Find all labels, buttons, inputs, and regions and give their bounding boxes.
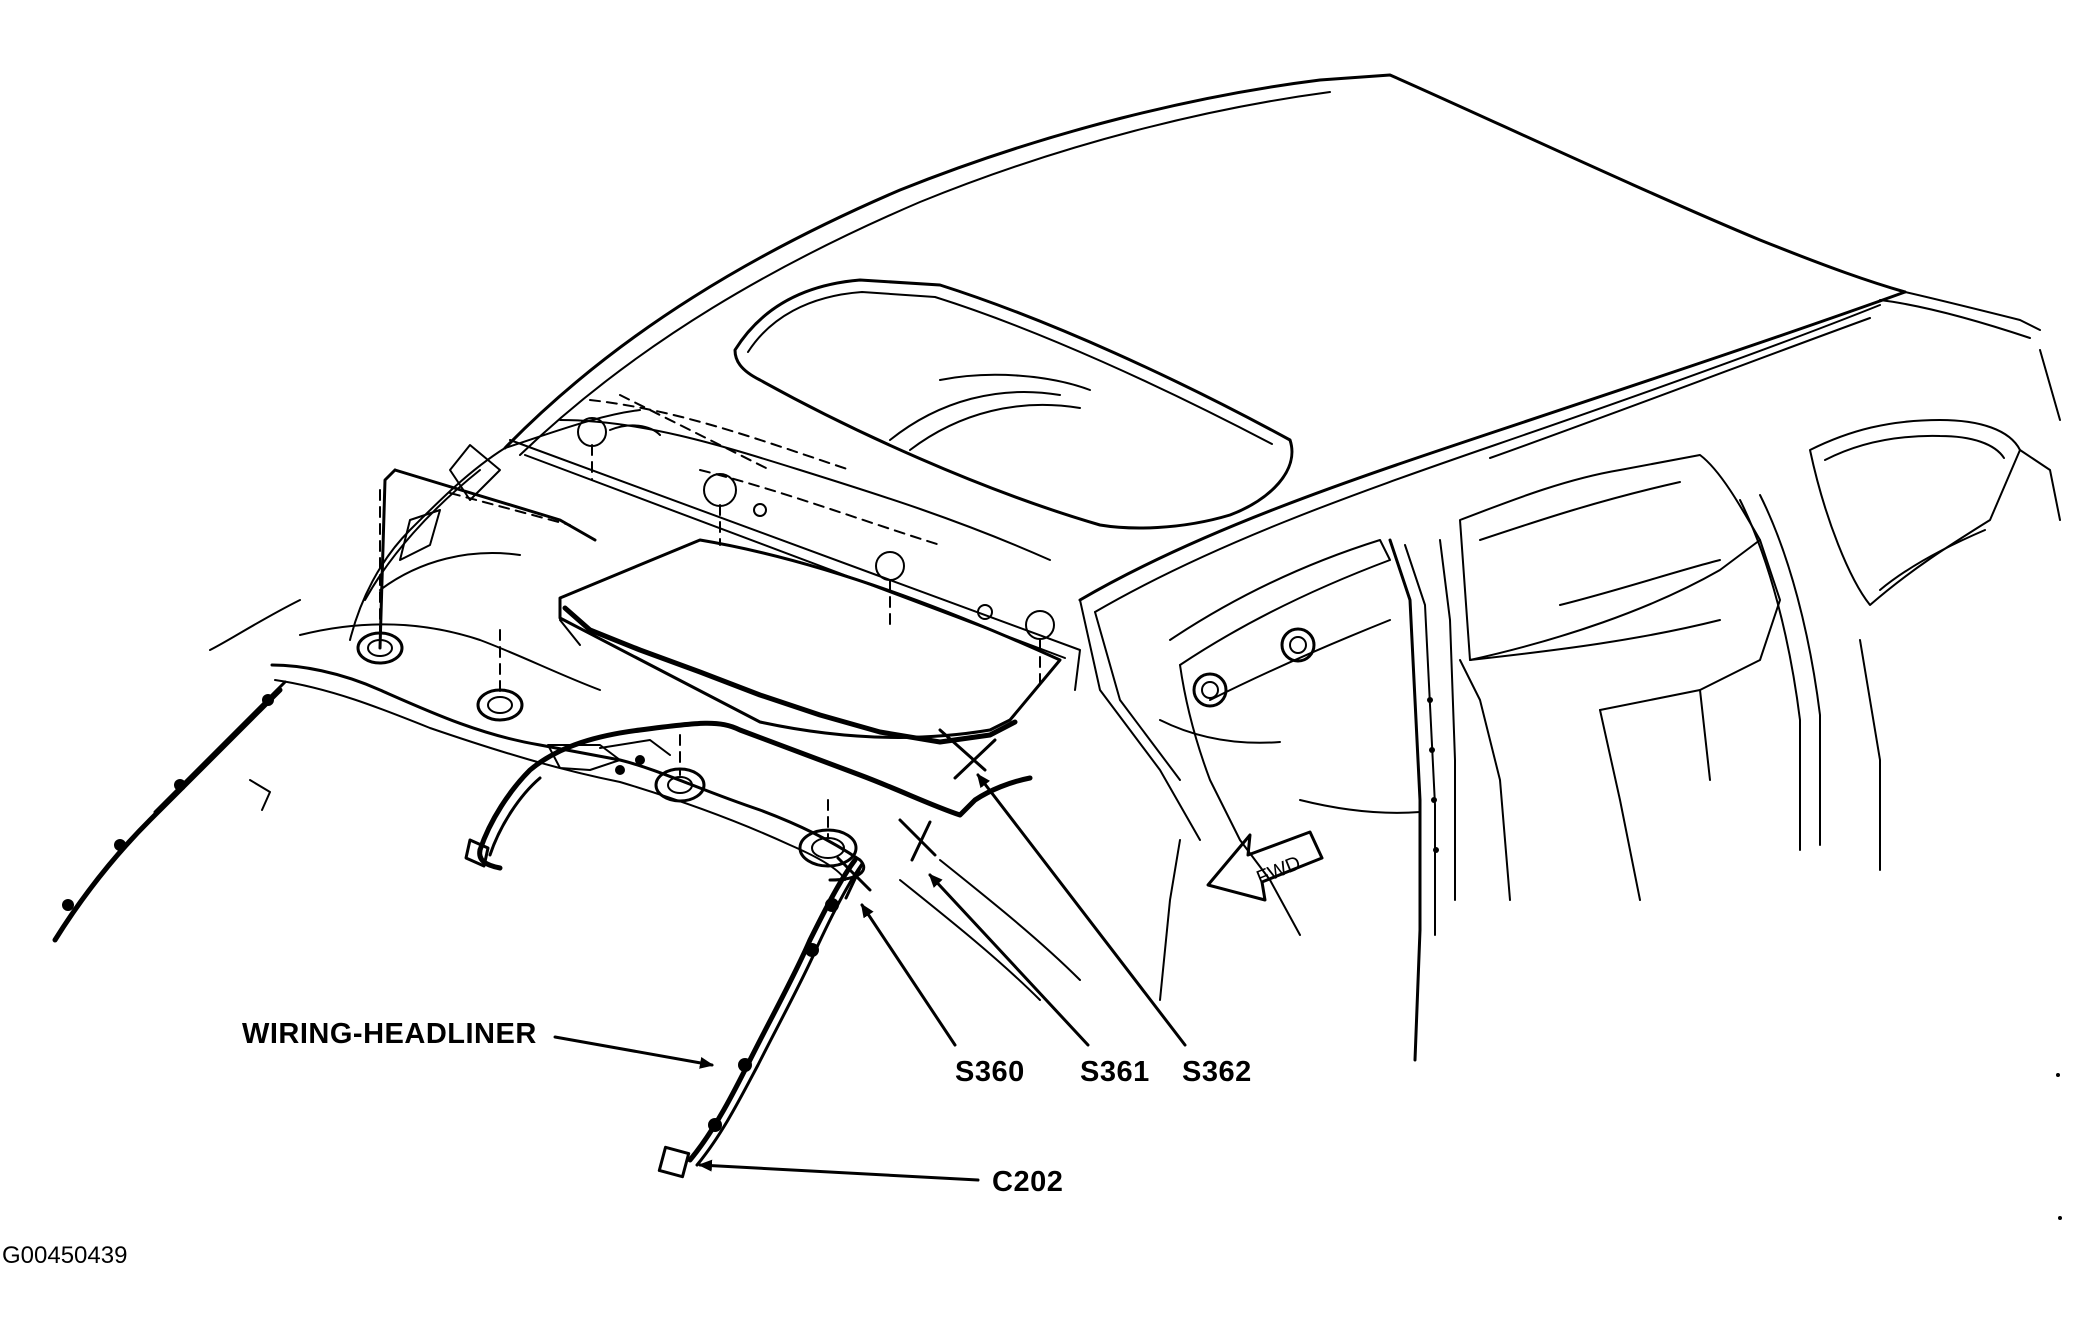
visor-outline [378,468,597,650]
c202-leader [698,1159,980,1182]
left-pillar-harness [52,680,287,943]
s361-leader [928,873,1090,1047]
fwd-label: FWD [1253,852,1303,889]
label-s362: S362 [1182,1056,1252,1088]
splice-s362-marker [938,728,997,780]
headliner-panel [209,444,866,882]
splice-s360-marker [836,856,872,900]
roof-panel [503,73,2041,613]
label-s360: S360 [955,1056,1025,1088]
wiring-headliner-leader [553,1035,714,1069]
rear-window-frame [558,538,1062,745]
headliner-wiring-harness [464,720,1033,1179]
label-wiring-headliner: WIRING-HEADLINER [242,1018,537,1050]
mounting-bosses [356,444,1041,868]
figure-id: G00450439 [2,1242,128,1269]
s362-leader [976,773,1187,1047]
s360-leader [860,903,957,1047]
roof-inner-structure [504,394,1081,691]
sunroof-outer [733,278,1294,530]
label-c202: C202 [992,1166,1064,1198]
splice-s361-marker [898,818,937,862]
label-s361: S361 [1080,1056,1150,1088]
leader-arrows [553,773,1187,1182]
body-side [899,349,2061,1062]
fwd-arrow: FWD [1206,830,1324,902]
splice-markers [836,728,997,900]
